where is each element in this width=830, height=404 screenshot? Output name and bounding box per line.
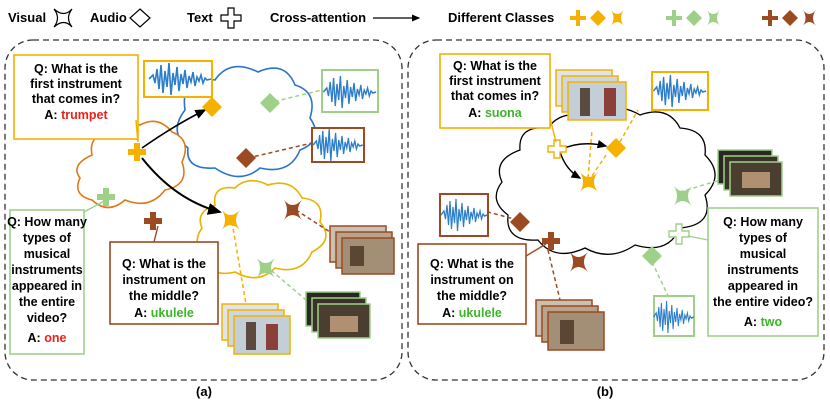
visual-star-brown-a: [284, 200, 302, 220]
answer-a-1: A: trumpet: [44, 108, 108, 122]
question-b-3-line-2: the middle?: [437, 289, 507, 303]
video-stack-brown-a: [329, 225, 395, 275]
caption-a: (a): [196, 384, 212, 399]
answer-a-3: A: ukulele: [134, 306, 194, 320]
video-stack-green-b: [717, 149, 783, 197]
video-stack-brown-b: [535, 299, 605, 351]
cross-attention-arrow-1: [141, 109, 207, 149]
question-b-2-line-5: the entire video?: [713, 295, 813, 309]
audio-diamond-yellow-b: [606, 138, 626, 158]
question-a-1-line-0: Q: What is the: [34, 62, 118, 76]
question-a-3-line-2: the middle?: [129, 289, 199, 303]
answer-b-3: A: ukulele: [442, 306, 502, 320]
question-b-3-line-0: Q: What is the: [430, 257, 514, 271]
answer-b-1: A: suona: [468, 106, 523, 120]
panel-a-frame: [4, 39, 403, 381]
question-b-2-line-4: appeared in: [728, 279, 798, 293]
question-b-2-line-1: types of: [739, 231, 788, 245]
question-b-2-line-2: musical: [740, 247, 787, 261]
text-cross-green-b: [668, 223, 690, 245]
audio-thumbnail-brown-a: [311, 127, 365, 163]
question-b-3-line-1: instrument on: [430, 273, 513, 287]
question-box-a-1: Q: What is the first instrument that com…: [13, 54, 139, 143]
text-cross-brown-b: [542, 232, 560, 250]
visual-star-green-b: [674, 186, 692, 206]
question-a-2-line-0: Q: How many: [7, 215, 87, 229]
answer-b-2: A: two: [744, 315, 783, 329]
cross-attention-arrow-2: [141, 157, 222, 215]
audio-thumbnail-yellow-a: [143, 60, 213, 98]
audio-thumbnail-yellow-b: [651, 71, 709, 111]
answer-a-2: A: one: [28, 331, 67, 345]
question-a-2-line-6: video?: [27, 311, 67, 325]
text-cross-icon: [220, 7, 242, 29]
legend: Visual Audio Text Cross-attention Differ…: [8, 7, 816, 29]
class-green-icons: [666, 10, 720, 26]
visual-star-green-a: [257, 258, 275, 278]
video-stack-yellow-a: [221, 303, 291, 355]
question-b-1-line-0: Q: What is the: [453, 59, 537, 73]
question-box-a-2: Q: How many types of musical instruments…: [7, 199, 107, 355]
audio-diamond-icon: [129, 8, 151, 28]
question-box-b-1: Q: What is the first instrument that com…: [439, 53, 557, 143]
legend-text-label: Text: [187, 10, 213, 25]
question-a-2-line-3: instruments: [11, 263, 83, 277]
question-b-1-line-1: first instrument: [449, 74, 542, 88]
visual-star-yellow-a: [222, 210, 240, 230]
audio-diamond-yellow-a: [202, 97, 222, 117]
audio-thumbnail-green-b: [652, 295, 695, 337]
visual-star-yellow-b: [580, 172, 598, 192]
audio-diamond-brown-a: [236, 148, 256, 168]
visual-star-icon: [53, 8, 73, 28]
class-brown-icons: [762, 10, 816, 26]
question-box-b-2: Q: How many types of musical instruments…: [687, 207, 819, 337]
audio-diamond-brown-b: [510, 212, 530, 232]
question-b-2-line-3: instruments: [727, 263, 799, 277]
visual-star-brown-b: [570, 252, 588, 272]
legend-visual-label: Visual: [8, 10, 46, 25]
text-cross-yellow-a: [128, 143, 146, 161]
question-b-2-line-0: Q: How many: [723, 215, 803, 229]
question-a-2-line-2: musical: [24, 247, 71, 261]
audio-diamond-green-a: [260, 93, 280, 113]
question-box-b-3: Q: What is the instrument on the middle?…: [417, 243, 547, 325]
panel-b-frame: [407, 39, 825, 381]
audio-diamond-green-b: [642, 246, 662, 266]
text-cross-brown-a: [144, 212, 162, 230]
question-a-3-line-1: instrument on: [122, 273, 205, 287]
video-stack-green-a: [305, 291, 371, 339]
video-stack-yellow-b: [555, 69, 627, 121]
question-a-3-line-0: Q: What is the: [122, 257, 206, 271]
question-a-2-line-4: appeared in: [12, 279, 82, 293]
question-b-1-line-2: that comes in?: [451, 89, 539, 103]
legend-classes-label: Different Classes: [448, 10, 554, 25]
caption-b: (b): [597, 384, 614, 399]
text-cross-yellow-b: [547, 139, 567, 159]
class-yellow-icons: [570, 10, 624, 26]
question-a-1-line-2: that comes in?: [32, 92, 120, 106]
text-cross-green-a: [97, 188, 115, 206]
legend-audio-label: Audio: [90, 10, 127, 25]
audio-thumbnail-green-a: [321, 69, 379, 113]
question-box-a-3: Q: What is the instrument on the middle?…: [109, 225, 219, 325]
audio-thumbnail-brown-b: [439, 193, 489, 237]
question-a-2-line-1: types of: [23, 231, 72, 245]
question-a-2-line-5: the entire: [19, 295, 75, 309]
legend-cross-attention-label: Cross-attention: [270, 10, 366, 25]
question-a-1-line-1: first instrument: [30, 77, 123, 91]
